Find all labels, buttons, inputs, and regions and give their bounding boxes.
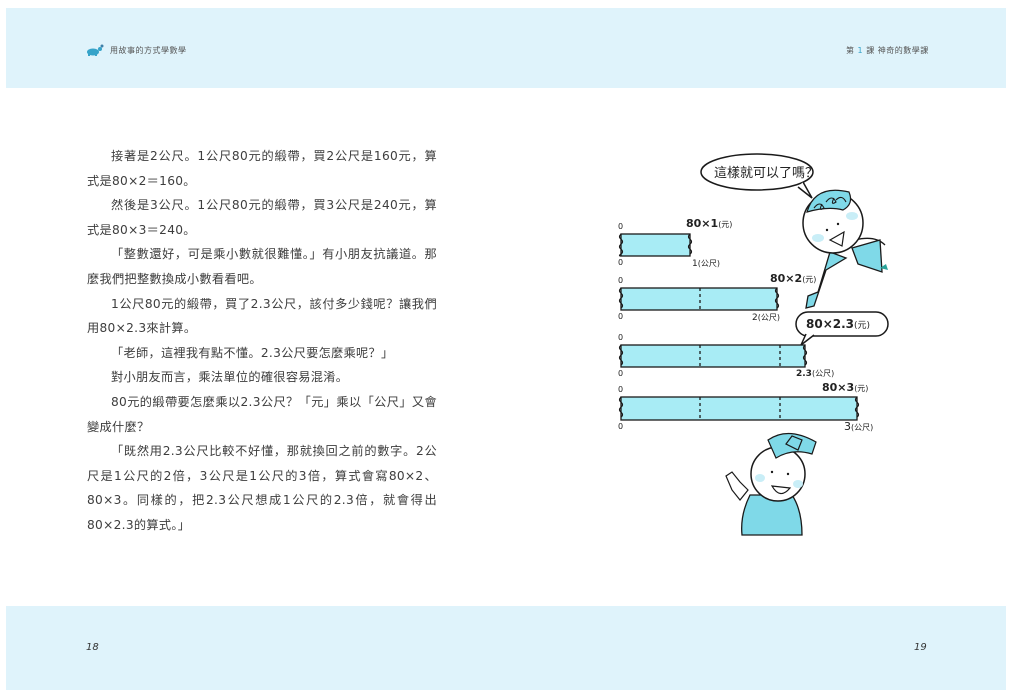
header-band bbox=[6, 8, 1006, 88]
bar2-length-label: 2(公尺) bbox=[752, 313, 780, 323]
ribbon-illustration: 這樣就可以了嗎？ 80×2.3(元) 0 0 80×1(元) 1(公尺) 0 0… bbox=[600, 140, 900, 550]
paragraph: 對小朋友而言，乘法單位的確很容易混淆。 bbox=[111, 370, 349, 385]
running-head-left: 用故事的方式學數學 bbox=[84, 44, 187, 56]
page-number-right: 19 bbox=[914, 642, 927, 653]
bar2-zero-bottom: 0 bbox=[618, 312, 624, 321]
ribbon-bar-3 bbox=[618, 396, 860, 421]
bar3-length-label: 3(公尺) bbox=[844, 420, 874, 433]
speech-bubble-top-text: 這樣就可以了嗎？ bbox=[714, 166, 819, 181]
paragraph: 「既然用2.3公尺比較不好懂，那就換回之前的數字。2公尺是1公尺的2倍，3公尺是… bbox=[87, 444, 437, 532]
bar1-length-label: 1(公尺) bbox=[692, 259, 720, 269]
lesson-suffix: 課 bbox=[866, 46, 875, 55]
speech-bubble-top-shape bbox=[700, 153, 814, 199]
bar23-length-label: 2.3(公尺) bbox=[796, 369, 835, 379]
girl-character bbox=[725, 432, 817, 536]
bar2-price-label: 80×2(元) bbox=[770, 272, 817, 285]
turtle-logo-icon bbox=[87, 44, 104, 56]
bar3-zero-top: 0 bbox=[618, 385, 624, 394]
body-text: 接著是2公尺。1公尺80元的緞帶，買2公尺是160元，算式是80×2＝160。 … bbox=[87, 144, 437, 538]
page-number-left: 18 bbox=[86, 642, 99, 653]
footer-band bbox=[6, 606, 1006, 690]
bar1-zero-bottom: 0 bbox=[618, 258, 624, 267]
running-head-right: 第 1 課 神奇的數學課 bbox=[846, 45, 929, 56]
illustration-drawing bbox=[618, 153, 889, 536]
speech-bubble-mid-shape bbox=[795, 311, 889, 346]
bar1-price-label: 80×1(元) bbox=[686, 217, 733, 230]
speech-bubble-mid-text: 80×2.3(元) bbox=[806, 317, 870, 331]
bar1-zero-top: 0 bbox=[618, 222, 624, 231]
ribbon-bar-2 bbox=[618, 287, 780, 311]
pointing-boy-character bbox=[802, 189, 888, 309]
paragraph: 80元的緞帶要怎麼乘以2.3公尺？「元」乘以「公尺」又會變成什麼？ bbox=[87, 394, 437, 434]
bar2-zero-top: 0 bbox=[618, 276, 624, 285]
speech-mid-formula: 80×2.3 bbox=[806, 317, 855, 331]
bar23-zero-bottom: 0 bbox=[618, 369, 624, 378]
paragraph: 接著是2公尺。1公尺80元的緞帶，買2公尺是160元，算式是80×2＝160。 bbox=[87, 149, 437, 188]
paragraph: 「老師，這裡我有點不懂。2.3公尺要怎麼乘呢？」 bbox=[111, 345, 394, 360]
bar3-price-label: 80×3(元) bbox=[822, 381, 869, 394]
paragraph: 「整數還好，可是乘小數就很難懂。」有小朋友抗議道。那麼我們把整數換成小數看看吧。 bbox=[87, 247, 437, 286]
bar3-zero-bottom: 0 bbox=[618, 422, 624, 431]
lesson-prefix: 第 bbox=[846, 46, 855, 55]
bar23-zero-top: 0 bbox=[618, 333, 624, 342]
book-title: 用故事的方式學數學 bbox=[110, 45, 187, 55]
ribbon-bar-1 bbox=[618, 233, 693, 257]
ribbon-bar-2-3 bbox=[618, 344, 808, 368]
lesson-title: 神奇的數學課 bbox=[877, 46, 929, 55]
speech-mid-unit: (元) bbox=[854, 321, 871, 331]
lesson-number: 1 bbox=[857, 46, 864, 55]
paragraph: 1公尺80元的緞帶，買了2.3公尺，該付多少錢呢？讓我們用80×2.3來計算。 bbox=[87, 296, 437, 336]
paragraph: 然後是3公尺。1公尺80元的緞帶，買3公尺是240元，算式是80×3＝240。 bbox=[87, 198, 437, 237]
